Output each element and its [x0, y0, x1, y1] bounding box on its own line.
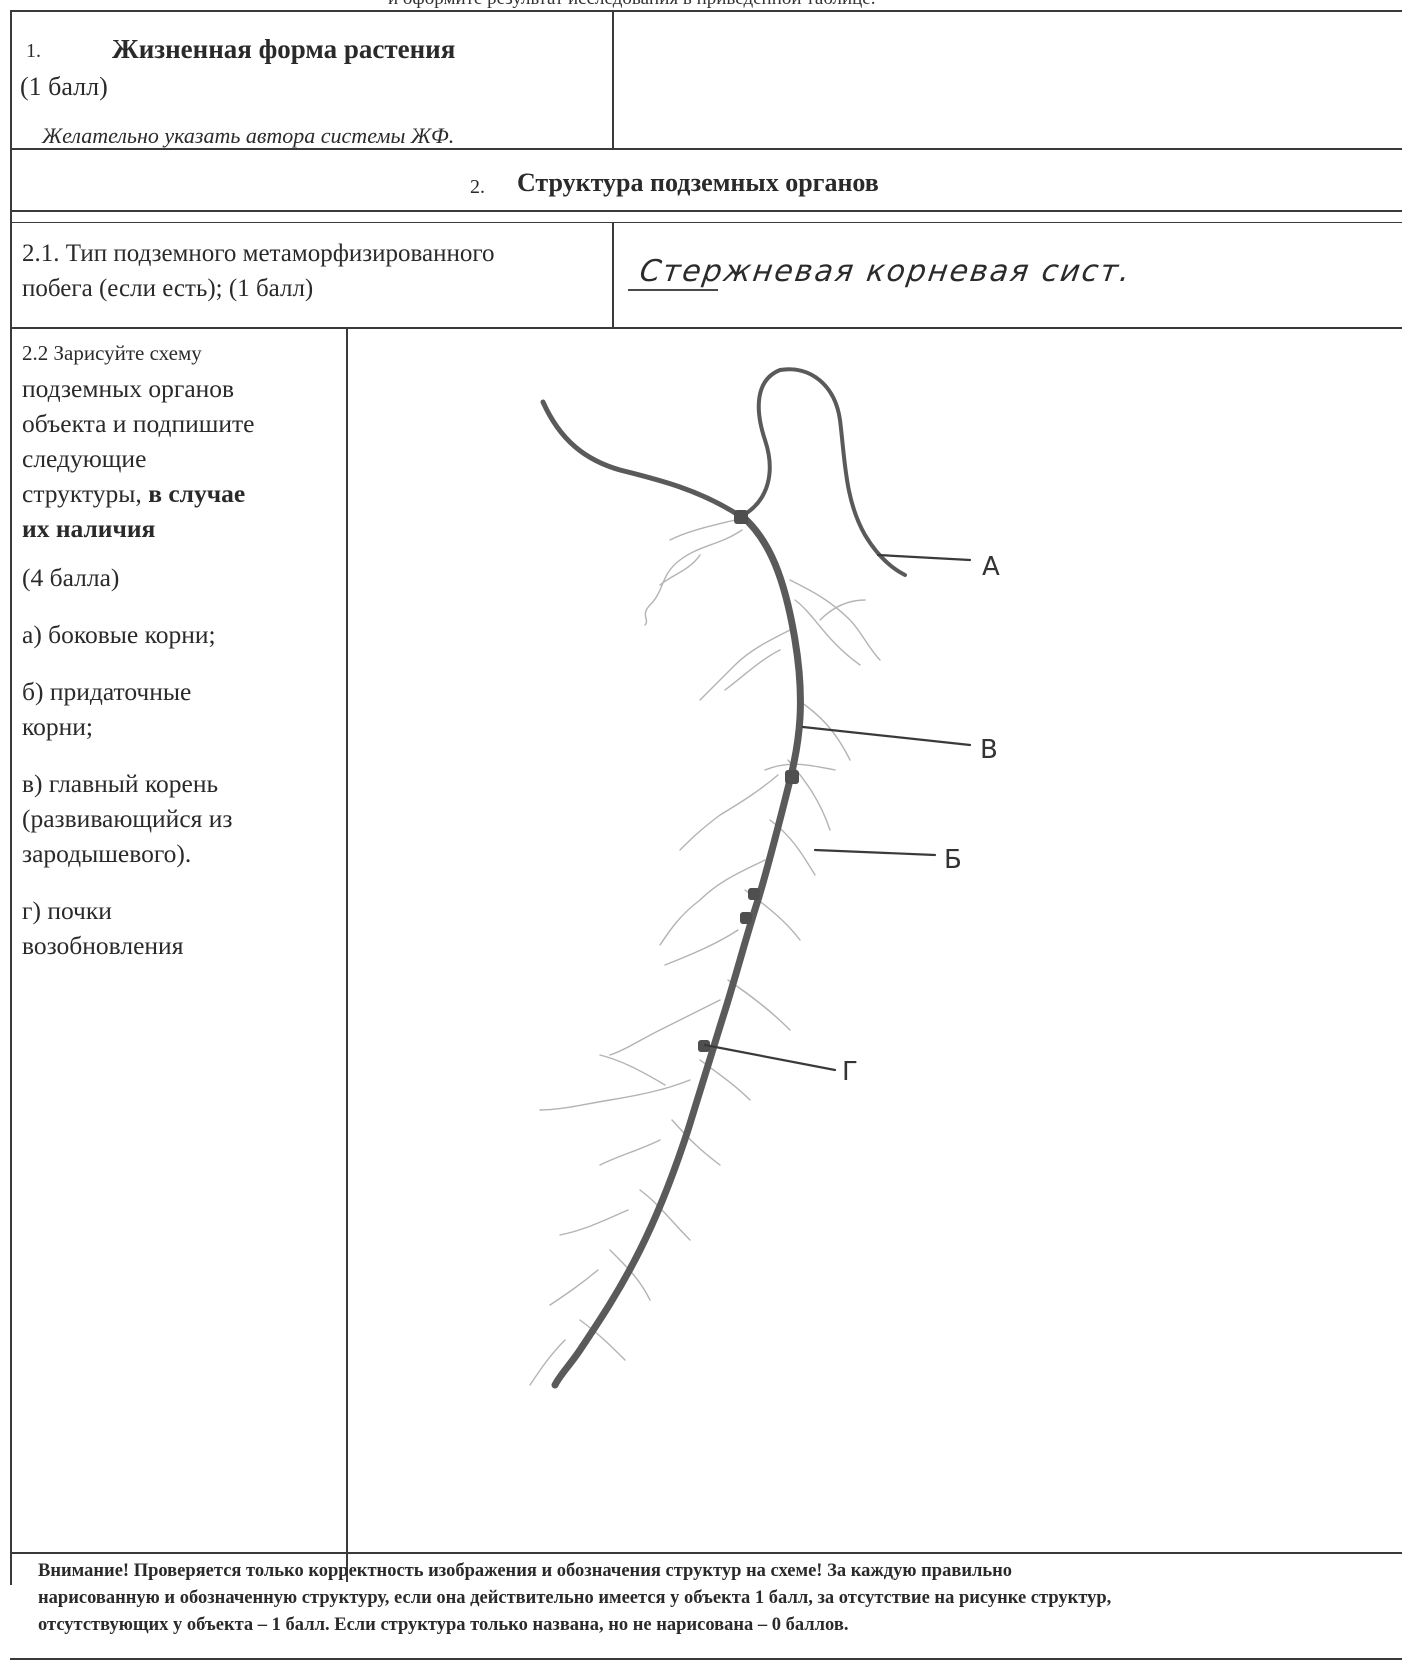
drawing-labels: А В Б Г — [842, 552, 1000, 1087]
warning-note: Внимание! Проверяется только корректност… — [38, 1558, 1378, 1639]
label-g: Г — [842, 1057, 858, 1087]
warning-line-3: отсутствующих у объекта – 1 балл. Если с… — [38, 1612, 1378, 1639]
label-b: Б — [944, 845, 962, 875]
warning-line-2: нарисованную и обозначенную структуру, е… — [38, 1585, 1378, 1612]
lateral-roots — [530, 520, 880, 1385]
label-a: А — [982, 552, 1000, 582]
root-outline — [543, 369, 905, 1385]
label-v: В — [980, 735, 998, 765]
warning-line-1: Внимание! Проверяется только корректност… — [38, 1558, 1378, 1585]
label-leader-lines — [705, 555, 970, 1070]
